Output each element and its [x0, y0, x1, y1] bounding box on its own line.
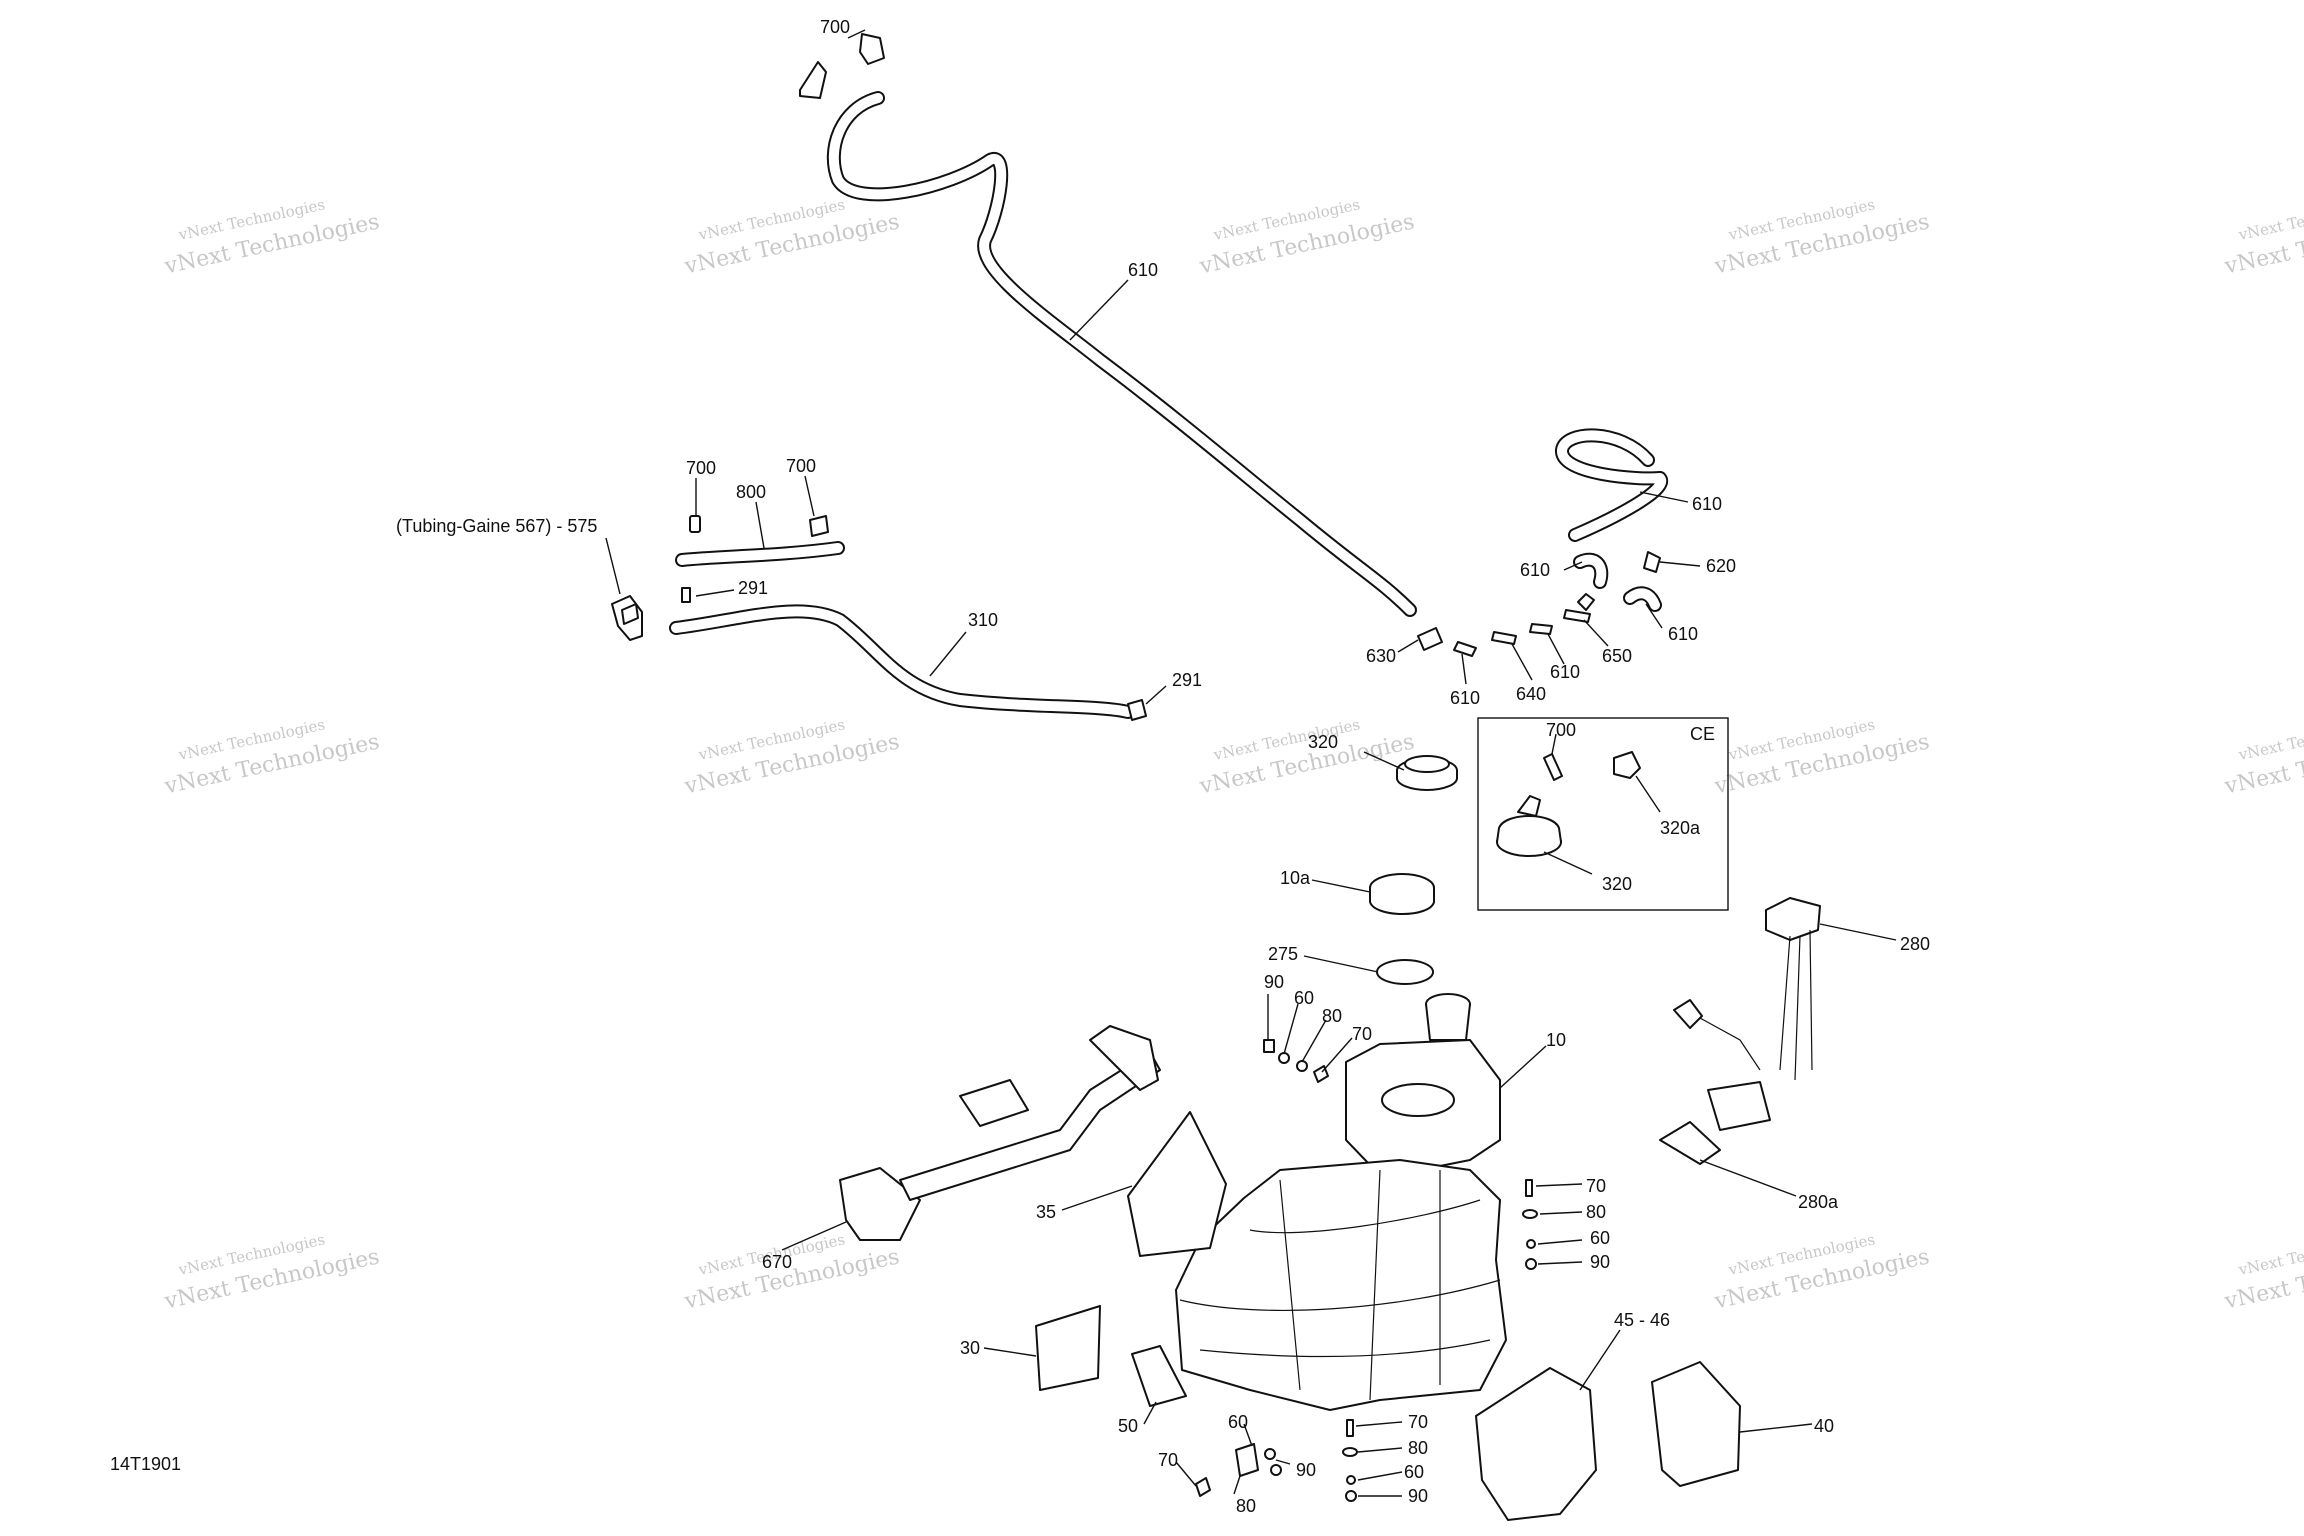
callout-320a: 320a: [1660, 818, 1701, 838]
watermark-layer: vNext Technologies vNext Technologies vNe…: [162, 195, 2304, 1314]
callout-60: 60: [1228, 1412, 1248, 1432]
ce-label: CE: [1690, 724, 1715, 744]
part-291-clamp: [681, 587, 691, 603]
callout-40: 40: [1814, 1416, 1834, 1436]
diagram-code: 14T1901: [110, 1454, 181, 1474]
callout-800: 800: [736, 482, 766, 502]
callout-90: 90: [1296, 1460, 1316, 1480]
part-10-fuel-tank: [1175, 993, 1507, 1411]
callout-80: 80: [1322, 1006, 1342, 1026]
part-45-46-shield: [1475, 1367, 1597, 1521]
part-700-vent-clamps: [799, 33, 885, 99]
callout-80: 80: [1408, 1438, 1428, 1458]
callout-70: 70: [1352, 1024, 1372, 1044]
callout-70: 70: [1586, 1176, 1606, 1196]
watermark: vNext Technologies: [2236, 715, 2304, 764]
callout-275: 275: [1268, 944, 1298, 964]
callout-640: 640: [1516, 684, 1546, 704]
callout-610: 610: [1128, 260, 1158, 280]
part-50-pad: [1131, 1345, 1187, 1407]
callout-10a: 10a: [1280, 868, 1311, 888]
part-40-shield: [1651, 1361, 1741, 1487]
ce-variant-box: CE: [1477, 717, 1729, 911]
part-610-vent-hose: [826, 91, 1417, 617]
callout-700: 700: [820, 17, 850, 37]
callout-45-46: 45 - 46: [1614, 1310, 1670, 1330]
callout-70: 70: [1158, 1450, 1178, 1470]
callout-70: 70: [1408, 1412, 1428, 1432]
watermark: vNext Technologies: [2236, 195, 2304, 244]
callout-700: 700: [686, 458, 716, 478]
callout-291: 291: [1172, 670, 1202, 690]
callout-280: 280: [1900, 934, 1930, 954]
callout-30: 30: [960, 1338, 980, 1358]
callout-90: 90: [1264, 972, 1284, 992]
callout-90: 90: [1590, 1252, 1610, 1272]
callout-670: 670: [762, 1252, 792, 1272]
callout-90: 90: [1408, 1486, 1428, 1506]
callout-320: 320: [1308, 732, 1338, 752]
part-10a-lock-ring: [1369, 873, 1435, 915]
callout-575: (Tubing-Gaine 567) - 575: [396, 516, 597, 536]
callout-280a: 280a: [1798, 1192, 1839, 1212]
part-30-heat-shield: [1035, 1305, 1101, 1391]
callout-630: 630: [1366, 646, 1396, 666]
callout-610: 610: [1450, 688, 1480, 708]
callout-10: 10: [1546, 1030, 1566, 1050]
callout-700: 700: [786, 456, 816, 476]
callout-620: 620: [1706, 556, 1736, 576]
callout-80: 80: [1586, 1202, 1606, 1222]
part-280-fuel-pump: [1659, 897, 1821, 1165]
part-800-tube: [675, 515, 845, 567]
vent-fittings-group: [1417, 551, 1662, 657]
callout-labels: 700 610 700 700 800 (Tubing-Gaine 567) -…: [110, 17, 1930, 1516]
callout-60: 60: [1404, 1462, 1424, 1482]
callout-80: 80: [1236, 1496, 1256, 1516]
part-575-elbow: [611, 595, 643, 641]
callout-320: 320: [1602, 874, 1632, 894]
callout-610: 610: [1550, 662, 1580, 682]
part-610-vent-loop: [1555, 428, 1669, 542]
callout-700: 700: [1546, 720, 1576, 740]
part-35-heat-shield: [1127, 1111, 1227, 1257]
callout-50: 50: [1118, 1416, 1138, 1436]
callout-60: 60: [1590, 1228, 1610, 1248]
leader-lines: [605, 29, 1897, 1497]
callout-650: 650: [1602, 646, 1632, 666]
callout-610: 610: [1668, 624, 1698, 644]
part-670-bracket: [839, 1025, 1161, 1241]
part-320-fuel-cap: [1396, 755, 1458, 791]
callout-310: 310: [968, 610, 998, 630]
callout-610: 610: [1692, 494, 1722, 514]
ce-box-frame: [1477, 717, 1729, 911]
callout-610: 610: [1520, 560, 1550, 580]
callout-35: 35: [1036, 1202, 1056, 1222]
callout-291: 291: [738, 578, 768, 598]
part-310-fill-hose: [669, 604, 1147, 721]
part-275-gasket: [1376, 959, 1434, 985]
watermark: vNext Technologies: [2236, 1230, 2304, 1279]
callout-60: 60: [1294, 988, 1314, 1008]
